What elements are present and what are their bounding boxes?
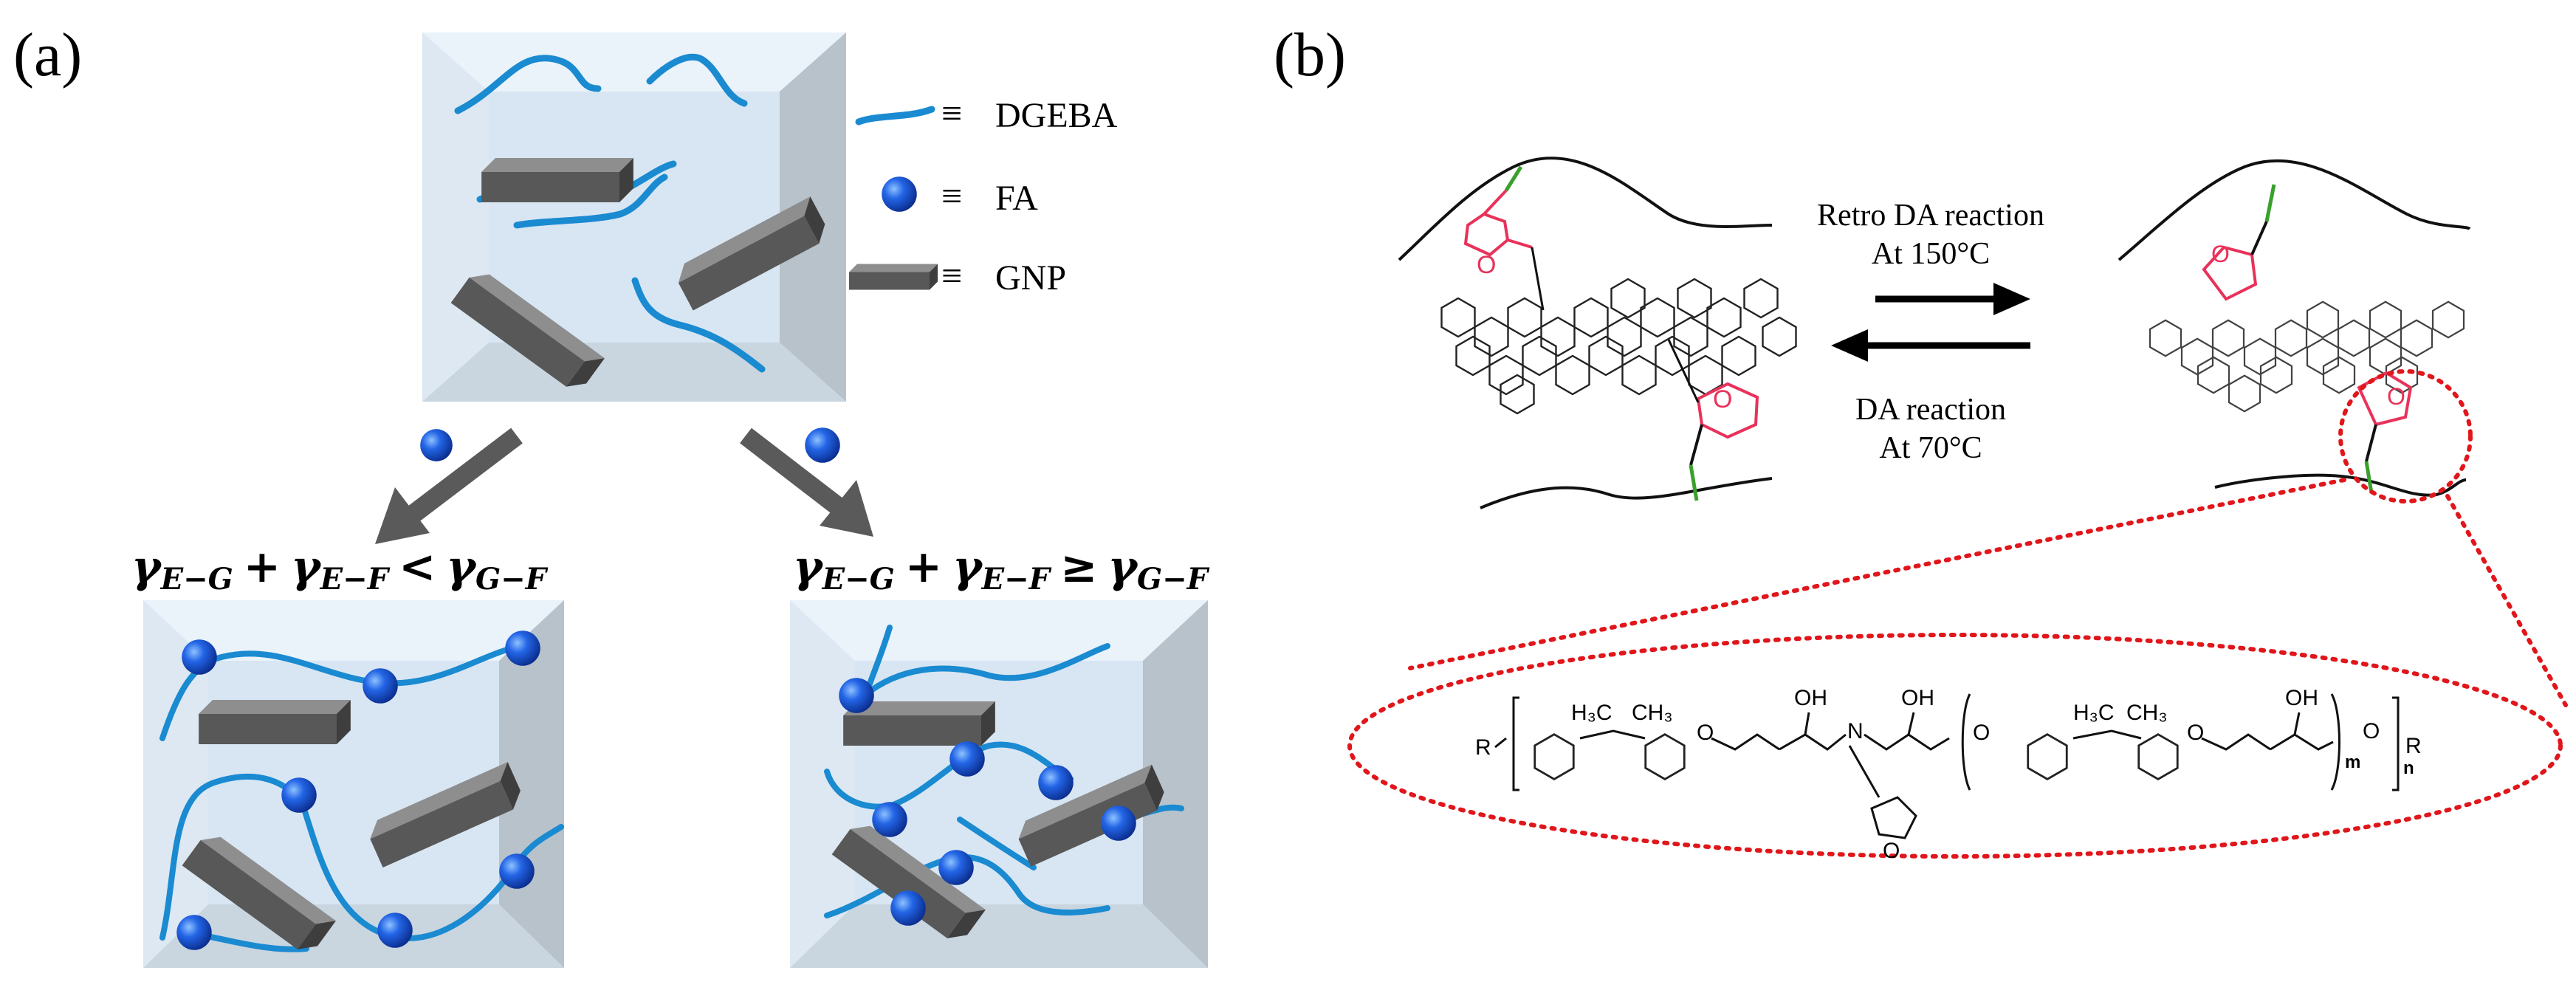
methyl-2: CH₃ [1632, 701, 1673, 725]
ether-o-4: O [2363, 719, 2380, 743]
polymer-chain-top-left [1398, 157, 1773, 261]
amine-n: N [1847, 719, 1864, 743]
condition-left: γE−G+γE−F<γG−F [131, 541, 549, 597]
leader-right [2445, 494, 2568, 707]
r-right: R [2405, 734, 2422, 758]
hydroxyl-2: OH [1901, 686, 1934, 710]
legend: ≡ DGEBA ≡ FA ≡ GNP [849, 92, 1118, 298]
pendant-furan-o: O [1883, 839, 1900, 863]
legend-gnp-label: GNP [995, 258, 1066, 298]
free-furan-bottom-o: O [2387, 383, 2405, 410]
polymer-chain-bottom-right [2214, 473, 2467, 497]
structure-ellipse [1347, 633, 2563, 859]
graphene-sheet-right [2149, 300, 2465, 413]
subscript-n: n [2403, 758, 2414, 778]
panel-a-label: (a) [13, 21, 82, 89]
legend-fa-symbol: ≡ [941, 175, 962, 216]
forward-temp-label: At 150°C [1872, 237, 1990, 271]
legend-fa-label: FA [995, 179, 1038, 218]
reverse-reaction-label: DA reaction [1855, 393, 2006, 427]
linker-top-left [1504, 165, 1523, 192]
methyl-4: CH₃ [2126, 701, 2168, 725]
ether-o-3: O [2187, 721, 2204, 745]
legend-dgeba-label: DGEBA [995, 96, 1118, 135]
reverse-arrow [1831, 329, 2030, 362]
separated-right: O O [2118, 159, 2471, 497]
da-adduct-left: O O [1398, 157, 1797, 509]
polymer-chain-top-right [2118, 159, 2471, 261]
fa-sphere-icon [882, 176, 917, 212]
bonded-furan-top-o: O [1477, 251, 1496, 279]
repeat-unit-structure: R H₃C CH₃ O OH N OH O H₃C CH₃ O OH m O n [1475, 686, 2422, 863]
legend-gnp-symbol: ≡ [941, 255, 962, 296]
forward-arrow [1875, 283, 2030, 315]
free-furan-top [2202, 245, 2258, 301]
legend-dgeba-symbol: ≡ [941, 92, 962, 134]
ether-o-1: O [1697, 721, 1714, 745]
linker-bottom-right [2364, 461, 2374, 494]
hydroxyl-1: OH [1794, 686, 1827, 710]
forward-reaction-label: Retro DA reaction [1817, 199, 2044, 233]
bonded-furan-bottom-o: O [1713, 385, 1732, 413]
hydroxyl-3: OH [2285, 686, 2318, 710]
reverse-temp-label: At 70°C [1879, 431, 1982, 465]
linker-bottom-left [1689, 464, 1699, 501]
bonded-furan-top [1463, 189, 1533, 257]
methyl-1: H₃C [1571, 701, 1612, 725]
linker-top-right [2264, 184, 2276, 222]
fa-sphere-right [805, 427, 840, 463]
graphene-sheet-left [1440, 278, 1797, 415]
arrow-right [740, 427, 873, 537]
free-furan-top-o: O [2211, 241, 2230, 267]
arrow-left [375, 427, 523, 544]
r-left: R [1475, 735, 1491, 760]
fa-sphere-left [420, 429, 453, 461]
dgeba-chain-icon [855, 106, 935, 126]
condition-right: γE−G+γE−F≥γG−F [793, 541, 1210, 597]
gnp-block-icon [849, 264, 938, 290]
methyl-3: H₃C [2073, 701, 2115, 725]
pendant-furan: O [1870, 796, 1917, 863]
subscript-m: m [2345, 752, 2360, 772]
ether-o-2: O [1973, 721, 1990, 745]
zoom-circle [2338, 369, 2473, 504]
polymer-chain-bottom-left [1480, 477, 1773, 509]
panel-b-label: (b) [1274, 21, 1346, 89]
leader-left [1408, 478, 2346, 670]
